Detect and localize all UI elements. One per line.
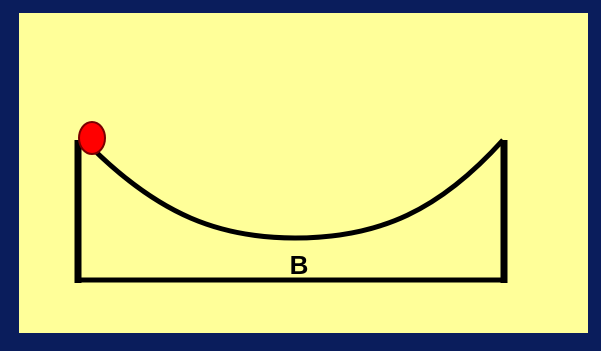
curved-track: [90, 138, 505, 241]
label-b: B: [290, 250, 309, 280]
red-ball: [78, 121, 106, 155]
